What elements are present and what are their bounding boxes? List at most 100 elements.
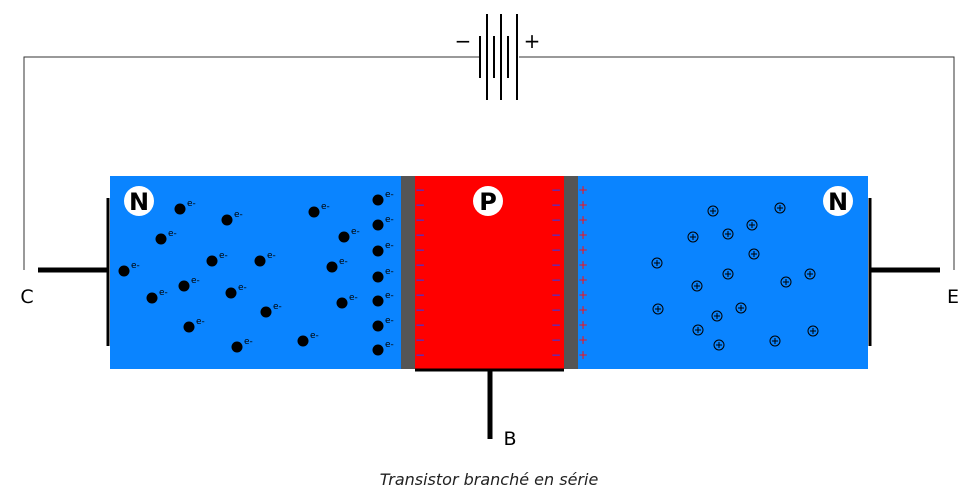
electron: e- xyxy=(372,190,394,206)
region-label-left-text: N xyxy=(129,188,149,216)
electron: e- xyxy=(338,227,360,243)
electron: e- xyxy=(178,276,200,292)
electron-label: e- xyxy=(187,199,196,209)
electron: e- xyxy=(225,283,247,299)
region-label-right: N xyxy=(823,186,853,216)
junction-minus-left: − xyxy=(415,213,425,227)
junction-minus-left: − xyxy=(415,258,425,272)
electron-label: e- xyxy=(196,317,205,327)
region-label-middle-text: P xyxy=(479,188,497,216)
electron-label: e- xyxy=(310,331,319,341)
electron-label: e- xyxy=(385,291,394,301)
electron: e- xyxy=(372,267,394,283)
junction-minus-right: − xyxy=(551,288,561,302)
junction-minus-left: − xyxy=(415,243,425,257)
hole xyxy=(651,257,663,269)
hole xyxy=(780,276,792,288)
electron-label: e- xyxy=(385,316,394,326)
n-region-right xyxy=(577,176,868,369)
hole xyxy=(707,205,719,217)
electron-label: e- xyxy=(219,251,228,261)
region-label-middle: P xyxy=(473,186,503,216)
junction-signs: −−+−−+−−+−−+−−+−−+−−+−−+−−+−−+−−+−−+ xyxy=(415,183,588,362)
hole xyxy=(692,324,704,336)
electron: e- xyxy=(231,337,253,353)
electron: e- xyxy=(297,331,319,347)
hole xyxy=(804,268,816,280)
hole xyxy=(711,310,723,322)
hole xyxy=(722,228,734,240)
junction-minus-left: − xyxy=(415,288,425,302)
junction-minus-left: − xyxy=(415,183,425,197)
electron: e- xyxy=(146,288,168,304)
electron: e- xyxy=(260,302,282,318)
battery-minus-label: − xyxy=(455,29,472,53)
electron-label: e- xyxy=(339,257,348,267)
hole xyxy=(769,335,781,347)
electron: e- xyxy=(221,210,243,226)
hole xyxy=(735,302,747,314)
electron-label: e- xyxy=(159,288,168,298)
junction-minus-right: − xyxy=(551,333,561,347)
junction-plus: + xyxy=(578,258,588,272)
junction-plus: + xyxy=(578,198,588,212)
emitter-label: E xyxy=(947,286,959,308)
junction-plus: + xyxy=(578,273,588,287)
junction-minus-left: − xyxy=(415,273,425,287)
figure-caption: Transistor branché en série xyxy=(379,470,599,489)
hole xyxy=(691,280,703,292)
junction-minus-left: − xyxy=(415,333,425,347)
junction-minus-right: − xyxy=(551,258,561,272)
junction-minus-right: − xyxy=(551,348,561,362)
junction-plus: + xyxy=(578,333,588,347)
electron-label: e- xyxy=(385,241,394,251)
electron: e- xyxy=(372,291,394,307)
hole xyxy=(807,325,819,337)
electron-label: e- xyxy=(385,267,394,277)
junction-minus-right: − xyxy=(551,303,561,317)
electron: e- xyxy=(155,229,177,245)
junction-minus-left: − xyxy=(415,318,425,332)
base-label: B xyxy=(503,428,516,450)
region-label-right-text: N xyxy=(828,188,848,216)
junction-plus: + xyxy=(578,228,588,242)
electron: e- xyxy=(372,340,394,356)
electron: e- xyxy=(174,199,196,215)
junction-plus: + xyxy=(578,183,588,197)
electron-label: e- xyxy=(168,229,177,239)
junction-plus: + xyxy=(578,348,588,362)
collector-label: C xyxy=(20,286,33,308)
electron: e- xyxy=(372,215,394,231)
hole xyxy=(687,231,699,243)
junction-plus: + xyxy=(578,318,588,332)
battery-plus-label: + xyxy=(524,29,541,53)
electrons: e-e-e-e-e-e-e-e-e-e-e-e-e-e-e-e-e-e-e-e-… xyxy=(118,190,394,356)
electron-label: e- xyxy=(349,293,358,303)
depletion-layer-left xyxy=(401,176,415,369)
hole xyxy=(713,339,725,351)
junction-minus-right: − xyxy=(551,213,561,227)
n-region-left xyxy=(110,176,402,369)
junction-minus-right: − xyxy=(551,318,561,332)
region-label-left: N xyxy=(124,186,154,216)
electron: e- xyxy=(372,241,394,257)
hole xyxy=(652,303,664,315)
electron-label: e- xyxy=(267,251,276,261)
electron: e- xyxy=(183,317,205,333)
electron-label: e- xyxy=(238,283,247,293)
hole xyxy=(774,202,786,214)
electron-label: e- xyxy=(244,337,253,347)
electron-label: e- xyxy=(131,261,140,271)
electron: e- xyxy=(308,202,330,218)
electron-label: e- xyxy=(321,202,330,212)
electron: e- xyxy=(206,251,228,267)
junction-minus-right: − xyxy=(551,243,561,257)
electron: e- xyxy=(254,251,276,267)
junction-minus-right: − xyxy=(551,228,561,242)
electron-label: e- xyxy=(273,302,282,312)
junction-minus-right: − xyxy=(551,183,561,197)
holes xyxy=(651,202,819,351)
junction-plus: + xyxy=(578,303,588,317)
junction-minus-right: − xyxy=(551,273,561,287)
hole xyxy=(748,248,760,260)
